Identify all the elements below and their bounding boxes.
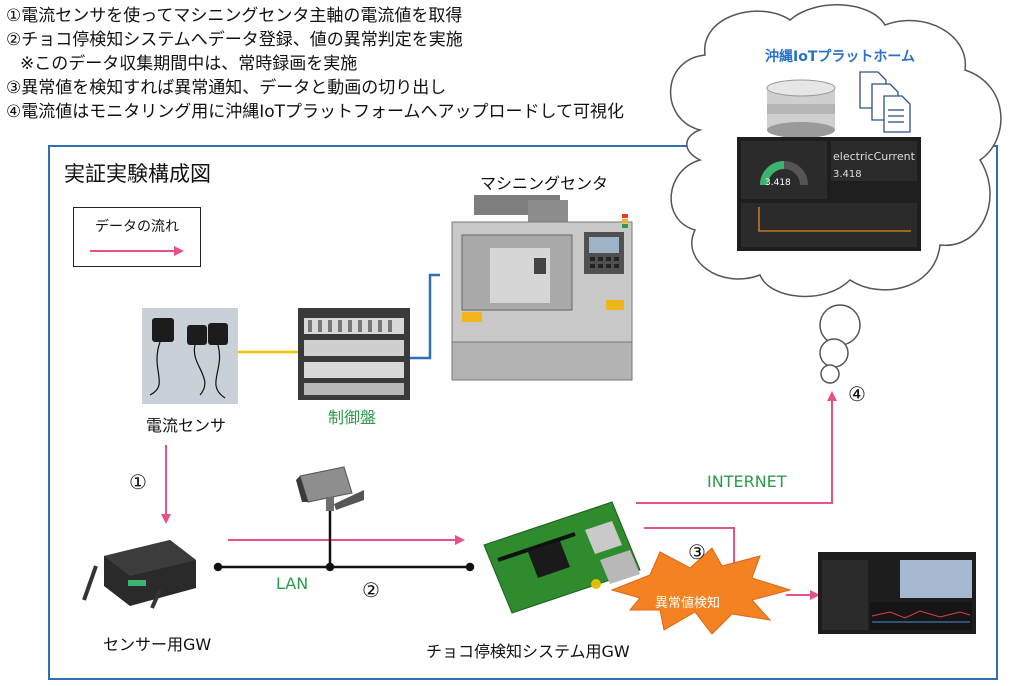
cloud-title: 沖縄IoTプラットホーム bbox=[765, 49, 915, 65]
sensor-gateway-image bbox=[82, 540, 196, 609]
anomaly-arrow-line bbox=[644, 527, 735, 563]
choko-gw-label: チョコ停検知システム用GW bbox=[426, 642, 630, 661]
note-3: ※このデータ収集期間中は、常時録画を実施 bbox=[20, 54, 358, 74]
card-title: electricCurrent bbox=[833, 150, 915, 163]
dashboard-panel bbox=[737, 137, 921, 251]
panel-cable bbox=[410, 273, 440, 360]
internet-label: INTERNET bbox=[707, 472, 787, 491]
current-sensor-image bbox=[142, 308, 238, 404]
lan-label: LAN bbox=[276, 574, 309, 593]
note-4: ③異常値を検知すれば異常通知、データと動画の切り出し bbox=[6, 78, 447, 98]
card-value: 3.418 bbox=[833, 169, 862, 180]
step-notes: ①電流センサを使ってマシニングセンタ主軸の電流値を取得 ②チョコ停検知システムへ… bbox=[6, 4, 624, 124]
internet-arrow bbox=[636, 391, 837, 504]
note-1: ①電流センサを使ってマシニングセンタ主軸の電流値を取得 bbox=[6, 6, 463, 26]
lan-lines bbox=[213, 510, 475, 572]
documents-icon bbox=[859, 71, 911, 133]
gauge-panel bbox=[741, 141, 827, 199]
note-5: ④電流値はモニタリング用に沖縄IoTプラットフォームへアップロードして可視化 bbox=[6, 102, 625, 122]
chart-panel bbox=[741, 203, 917, 247]
value-card bbox=[831, 141, 917, 181]
legend-label: データの流れ bbox=[95, 219, 179, 235]
current-sensor-label: 電流センサ bbox=[146, 416, 227, 435]
step-3-marker: ③ bbox=[688, 540, 706, 564]
legend-box bbox=[73, 207, 201, 267]
database-icon bbox=[766, 79, 836, 138]
note-2: ②チョコ停検知システムへデータ登録、値の異常判定を実施 bbox=[6, 30, 463, 50]
anomaly-label: 異常値検知 bbox=[655, 596, 721, 611]
raspberry-pi-image bbox=[483, 501, 641, 614]
step-1-marker: ① bbox=[129, 470, 147, 494]
camera-icon bbox=[296, 466, 364, 511]
step-4-marker: ④ bbox=[848, 382, 866, 406]
diagram-frame bbox=[48, 145, 998, 680]
machining-center-label: マシニングセンタ bbox=[480, 174, 609, 193]
control-panel-image bbox=[298, 308, 410, 400]
gauge-value: 3.418 bbox=[765, 178, 791, 188]
sensor-gw-label: センサー用GW bbox=[103, 635, 212, 654]
control-panel-label: 制御盤 bbox=[328, 408, 377, 427]
video-monitor-image bbox=[818, 552, 976, 634]
frame-title: 実証実験構成図 bbox=[64, 162, 211, 186]
step-2-marker: ② bbox=[362, 578, 380, 602]
anomaly-burst-shape bbox=[610, 547, 792, 635]
machining-center-image bbox=[451, 195, 633, 381]
